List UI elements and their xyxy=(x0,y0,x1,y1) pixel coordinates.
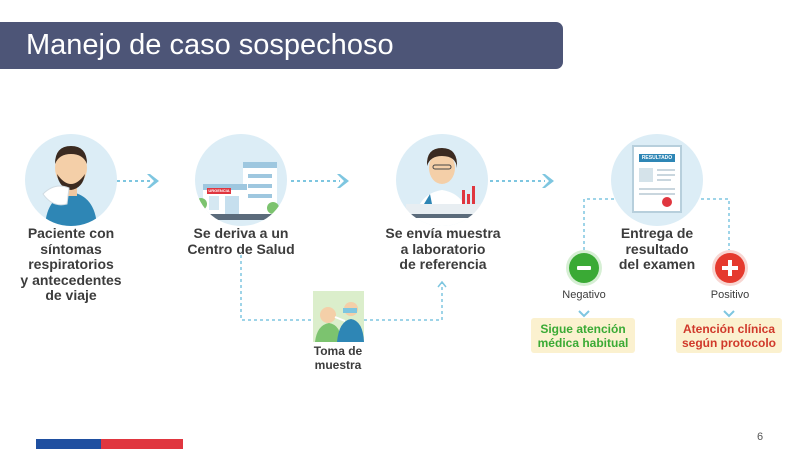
document-header: RESULTADO xyxy=(641,155,673,161)
negative-label: Negativo xyxy=(562,289,606,301)
step-2-label: Se deriva a un Centro de Salud xyxy=(187,225,295,257)
page-number: 6 xyxy=(757,431,764,443)
chevron-down-icon xyxy=(723,310,735,318)
sample-label: Toma de muestra xyxy=(313,344,363,372)
step-3-label: Se envía muestra a laboratorio de refere… xyxy=(385,225,501,272)
sample-image xyxy=(313,291,364,342)
results-circle xyxy=(611,134,703,226)
laboratory-circle xyxy=(396,134,488,226)
hospital-building-icon xyxy=(195,162,287,220)
positive-result-box: Atención clínica según protocolo xyxy=(676,318,782,353)
health-center-circle xyxy=(195,134,287,226)
arrow-right-icon xyxy=(542,174,554,188)
page-title: Manejo de caso sospechoso xyxy=(26,29,394,61)
positive-icon xyxy=(715,253,745,283)
arrow-right-icon xyxy=(337,174,349,188)
arrow-right-icon xyxy=(147,174,159,188)
chevron-down-icon xyxy=(578,310,590,318)
result-document-icon xyxy=(632,145,682,213)
title-bar: Manejo de caso sospechoso xyxy=(0,22,563,69)
lab-scientist-icon xyxy=(406,148,482,226)
step-4-label: Entrega de resultado del examen xyxy=(618,225,696,272)
patient-circle xyxy=(25,134,117,226)
connector-to-sample xyxy=(240,255,313,321)
emergency-sign: URGENCIA xyxy=(207,188,231,194)
arrow-up-icon xyxy=(437,280,447,288)
negative-icon xyxy=(569,253,599,283)
step-1-label: Paciente con síntomas respiratorios y an… xyxy=(20,225,122,303)
negative-result-box: Sigue atención médica habitual xyxy=(531,318,635,353)
sick-patient-icon xyxy=(42,146,97,226)
positive-label: Positivo xyxy=(710,289,750,301)
flag-stripe-blue xyxy=(36,439,101,449)
connector-results-split xyxy=(583,198,730,250)
flag-stripe-red xyxy=(101,439,183,449)
sample-collection-icon xyxy=(313,291,364,342)
connector-from-sample xyxy=(364,283,443,321)
